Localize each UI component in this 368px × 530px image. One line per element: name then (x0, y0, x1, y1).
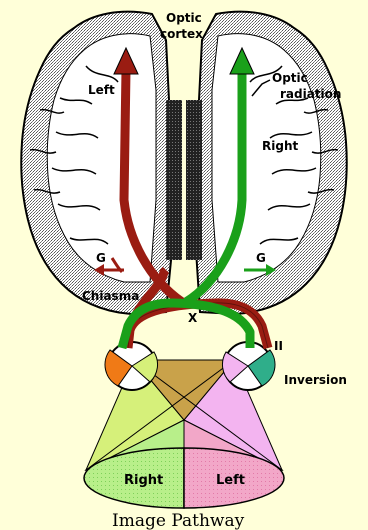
field-left-label: Left (216, 473, 245, 488)
optic-cortex-label-line2: cortex (160, 27, 203, 41)
field-right-label: Right (124, 473, 163, 488)
left-hemisphere-label: Left (88, 83, 115, 97)
optic-cortex-label-line1: Optic (166, 11, 202, 25)
g-left-label: G (96, 251, 106, 265)
right-hemisphere-label: Right (262, 139, 298, 153)
chiasma-label: Chiasma (82, 289, 139, 303)
optic-radiation-label-line2: radiation (280, 87, 341, 101)
diagram-title: Image Pathway (112, 511, 245, 530)
inversion-label: Inversion (284, 373, 347, 387)
g-right-label: G (256, 251, 266, 265)
x-marker-label: X (188, 311, 198, 325)
optic-radiation-label-line1: Optic (272, 71, 308, 85)
field-ellipse (84, 448, 284, 508)
ii-marker-label: II (274, 339, 283, 353)
